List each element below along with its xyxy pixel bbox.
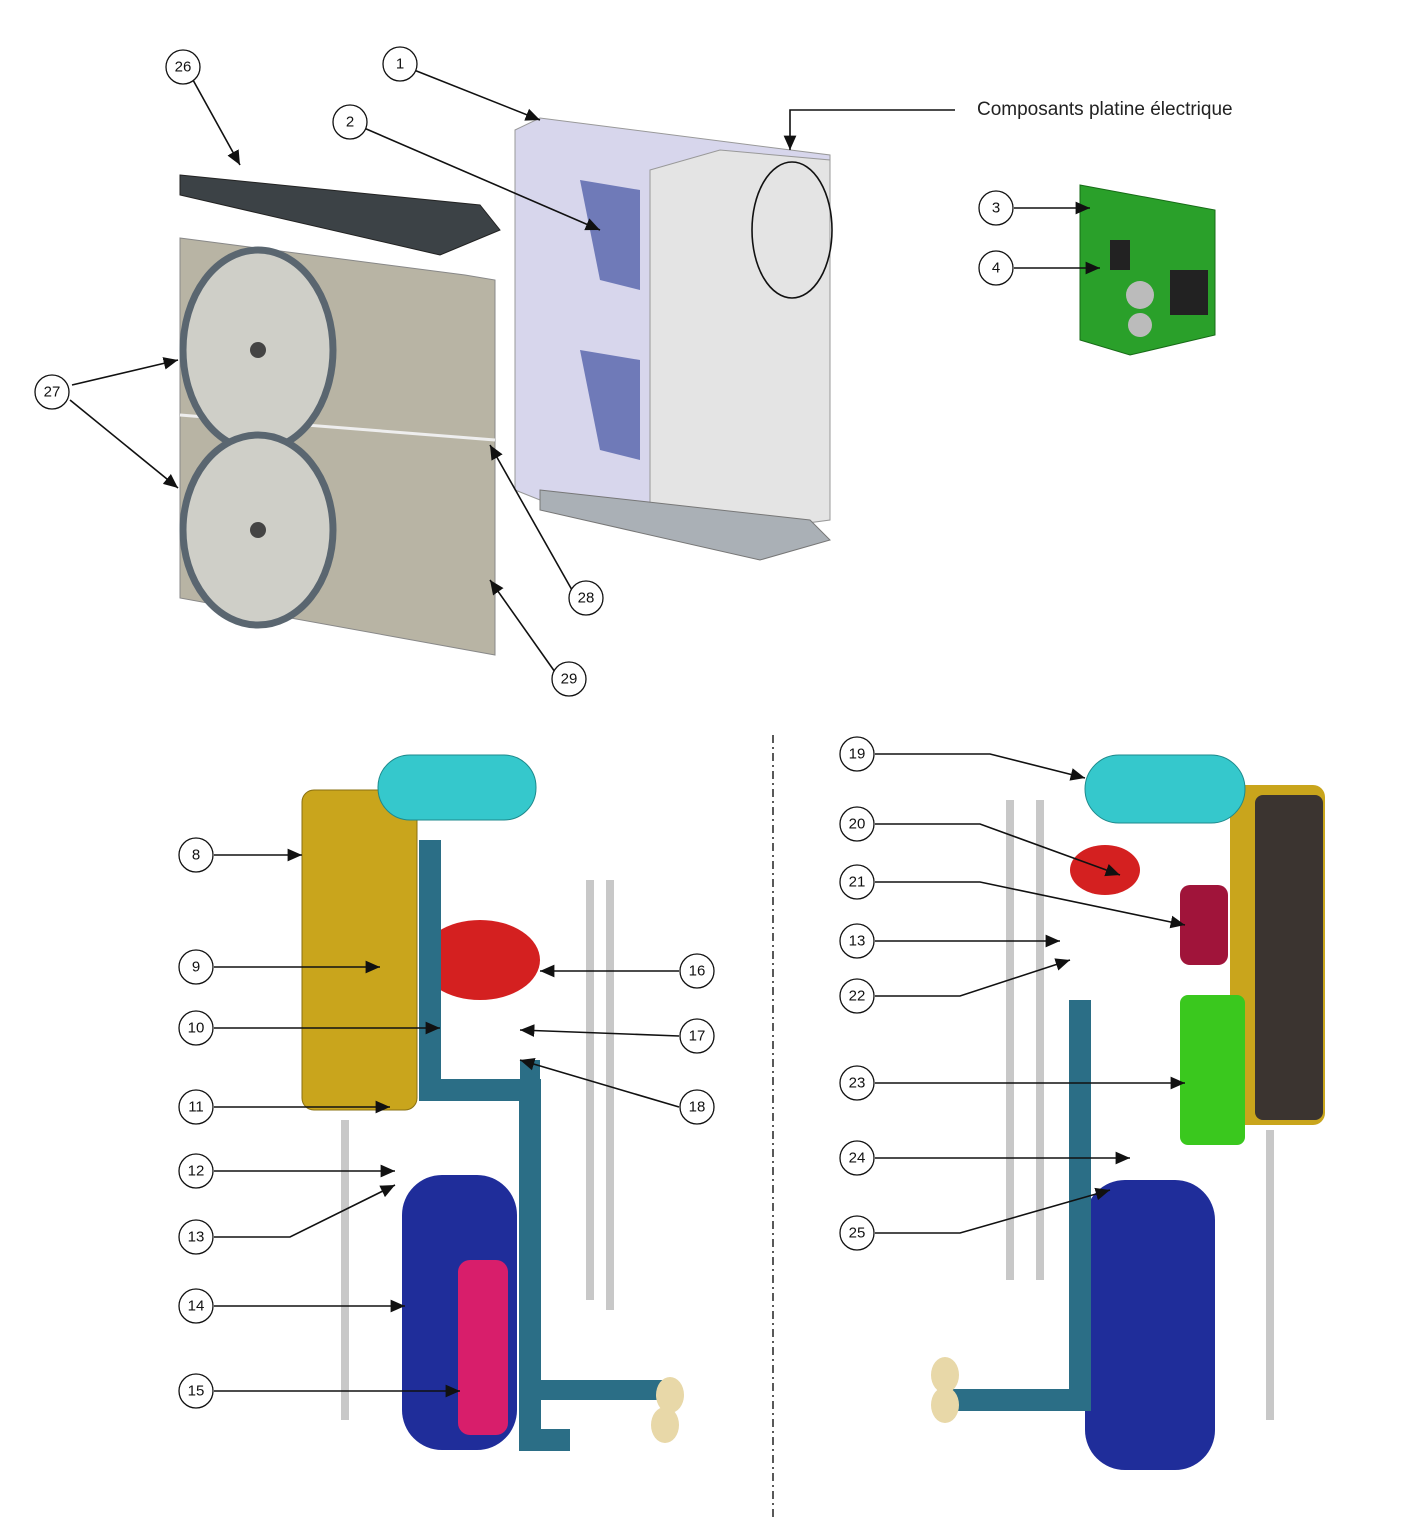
svg-text:18: 18 bbox=[689, 1099, 706, 1116]
svg-text:20: 20 bbox=[849, 816, 866, 833]
callout-13: 13 bbox=[178, 1219, 214, 1255]
svg-text:23: 23 bbox=[849, 1075, 866, 1092]
refrigerant-module-left bbox=[301, 754, 684, 1451]
callout-3: 3 bbox=[978, 190, 1014, 226]
svg-text:10: 10 bbox=[188, 1020, 205, 1037]
callout-11: 11 bbox=[178, 1089, 214, 1125]
fan-upper bbox=[580, 180, 640, 290]
callout-10: 10 bbox=[178, 1010, 214, 1046]
callout-26: 26 bbox=[165, 49, 201, 85]
svg-text:21: 21 bbox=[849, 874, 866, 891]
callout-15: 15 bbox=[178, 1373, 214, 1409]
callout-24: 24 bbox=[839, 1140, 875, 1176]
svg-text:28: 28 bbox=[578, 590, 595, 607]
svg-text:11: 11 bbox=[188, 1099, 204, 1116]
callout-1: 1 bbox=[382, 46, 418, 82]
fan-lower bbox=[580, 350, 640, 460]
leader-board bbox=[783, 109, 955, 150]
callout-22: 22 bbox=[839, 978, 875, 1014]
chassis bbox=[514, 117, 833, 561]
board-components-label: Composants platine électrique bbox=[977, 99, 1233, 120]
svg-text:16: 16 bbox=[689, 963, 706, 980]
svg-text:13: 13 bbox=[849, 933, 866, 950]
svg-text:19: 19 bbox=[849, 746, 866, 763]
svg-text:1: 1 bbox=[396, 56, 404, 73]
top-cover bbox=[179, 174, 501, 256]
svg-text:9: 9 bbox=[192, 959, 200, 976]
callout-21: 21 bbox=[839, 864, 875, 900]
callout-25: 25 bbox=[839, 1215, 875, 1251]
callout-9: 9 bbox=[178, 949, 214, 985]
callout-23: 23 bbox=[839, 1065, 875, 1101]
callout-4: 4 bbox=[978, 250, 1014, 286]
board-location-ellipse bbox=[751, 161, 833, 299]
callout-13-right: 13 bbox=[839, 923, 875, 959]
svg-text:8: 8 bbox=[192, 847, 200, 864]
callout-19: 19 bbox=[839, 736, 875, 772]
svg-text:17: 17 bbox=[689, 1028, 706, 1045]
callout-2: 2 bbox=[332, 104, 368, 140]
svg-text:24: 24 bbox=[849, 1150, 866, 1167]
refrigerant-module-right bbox=[931, 754, 1325, 1470]
svg-text:3: 3 bbox=[992, 200, 1000, 217]
callout-markers: 26 1 2 3 4 27 28 29 8 9 10 11 12 13 14 1… bbox=[34, 46, 1014, 1409]
svg-text:22: 22 bbox=[849, 988, 866, 1005]
callout-17: 17 bbox=[679, 1018, 715, 1054]
callout-27: 27 bbox=[34, 374, 70, 410]
callout-29: 29 bbox=[551, 661, 587, 697]
svg-text:4: 4 bbox=[992, 260, 1000, 277]
front-panels bbox=[179, 237, 496, 656]
svg-text:27: 27 bbox=[44, 384, 61, 401]
svg-text:2: 2 bbox=[346, 114, 354, 131]
callout-8: 8 bbox=[178, 837, 214, 873]
svg-text:25: 25 bbox=[849, 1225, 866, 1242]
svg-text:15: 15 bbox=[188, 1383, 205, 1400]
callout-28: 28 bbox=[568, 580, 604, 616]
svg-text:13: 13 bbox=[188, 1229, 205, 1246]
electronic-board bbox=[1079, 184, 1216, 356]
svg-text:26: 26 bbox=[175, 59, 192, 76]
callout-12: 12 bbox=[178, 1153, 214, 1189]
svg-text:14: 14 bbox=[188, 1298, 205, 1315]
leader-lines bbox=[69, 69, 1186, 1398]
callout-18: 18 bbox=[679, 1089, 715, 1125]
callout-20: 20 bbox=[839, 806, 875, 842]
callout-14: 14 bbox=[178, 1288, 214, 1324]
callout-16: 16 bbox=[679, 953, 715, 989]
svg-text:12: 12 bbox=[188, 1163, 205, 1180]
svg-text:29: 29 bbox=[561, 671, 578, 688]
